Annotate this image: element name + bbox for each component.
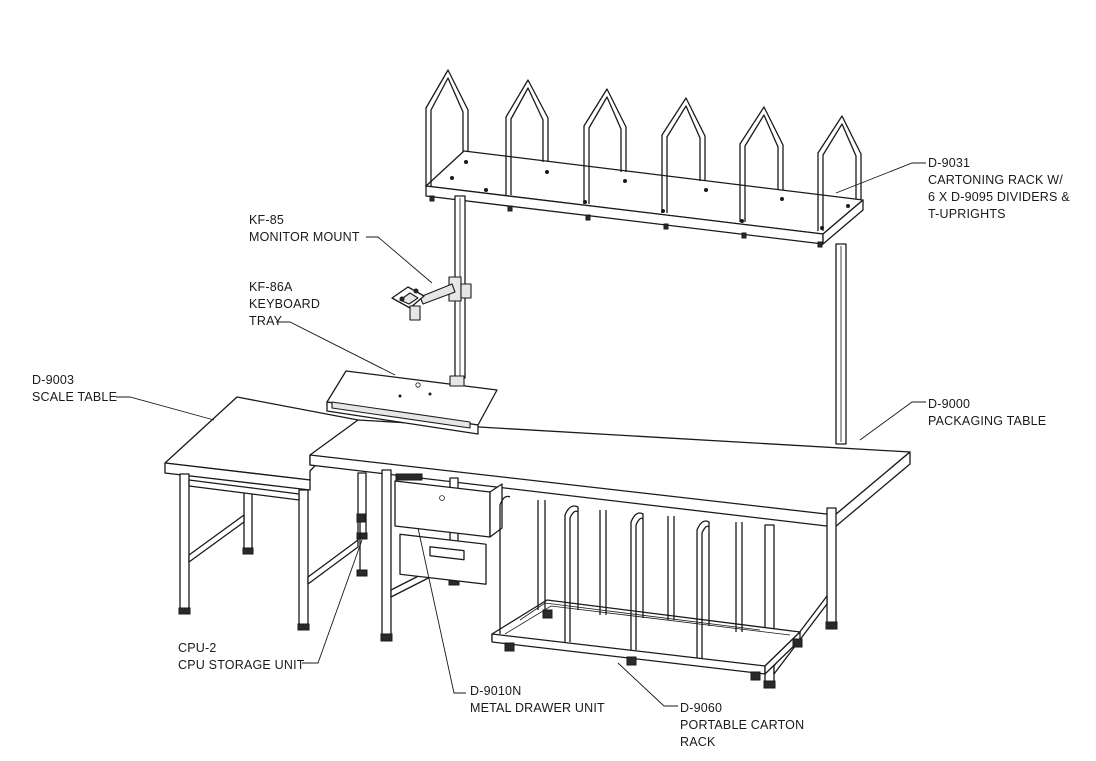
cpu-storage-unit <box>356 513 368 577</box>
callout-description: CARTONING RACK W/ <box>928 173 1063 187</box>
drawer-unit <box>394 473 503 585</box>
callout-cartoning-rack: D-9031 CARTONING RACK W/ 6 X D-9095 DIVI… <box>928 155 1070 223</box>
callout-code: D-9003 <box>32 373 75 387</box>
callout-code: D-9010N <box>470 684 522 698</box>
callout-code: D-9000 <box>928 397 971 411</box>
callout-description: MONITOR MOUNT <box>249 230 360 244</box>
callout-description: METAL DRAWER UNIT <box>470 701 605 715</box>
callout-packaging-table: D-9000 PACKAGING TABLE <box>928 396 1046 430</box>
callout-description: T-UPRIGHTS <box>928 207 1006 221</box>
callout-description: CPU STORAGE UNIT <box>178 658 305 672</box>
callout-monitor-mount: KF-85 MONITOR MOUNT <box>249 212 360 246</box>
callout-keyboard-tray: KF-86A KEYBOARD TRAY <box>249 279 320 330</box>
packaging-table <box>309 419 911 689</box>
cartoning-rack <box>425 69 864 445</box>
callout-description: 6 X D-9095 DIVIDERS & <box>928 190 1070 204</box>
callout-scale-table: D-9003 SCALE TABLE <box>32 372 117 406</box>
callout-description: PACKAGING TABLE <box>928 414 1047 428</box>
callout-code: D-9060 <box>680 701 723 715</box>
scale-table <box>164 396 368 631</box>
callout-description: KEYBOARD <box>249 297 321 311</box>
callout-description: SCALE TABLE <box>32 390 118 404</box>
callout-cpu-storage: CPU-2 CPU STORAGE UNIT <box>178 640 305 674</box>
callout-code: CPU-2 <box>178 641 217 655</box>
callout-code: KF-86A <box>249 280 293 294</box>
leader-lines <box>116 162 926 707</box>
portable-carton-rack <box>491 495 803 681</box>
callout-code: KF-85 <box>249 213 285 227</box>
callout-description: TRAY <box>249 314 283 328</box>
callout-portable-carton-rack: D-9060 PORTABLE CARTON RACK <box>680 700 804 751</box>
callout-drawer-unit: D-9010N METAL DRAWER UNIT <box>470 683 605 717</box>
keyboard-tray <box>326 370 498 435</box>
monitor-mount <box>391 276 472 321</box>
callout-code: D-9031 <box>928 156 971 170</box>
callout-description: PORTABLE CARTON <box>680 718 805 732</box>
callout-description: RACK <box>680 735 716 749</box>
